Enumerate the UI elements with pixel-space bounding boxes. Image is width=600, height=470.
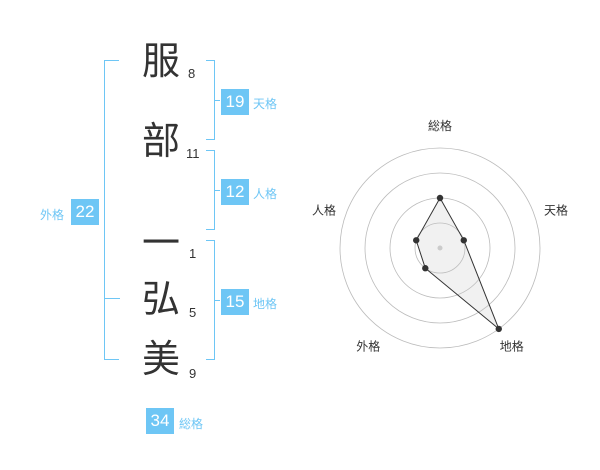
- radar-ring-1: [414, 222, 466, 274]
- tenkaku-value: 19: [221, 89, 249, 115]
- chikaku-bracket-tick: [214, 300, 220, 301]
- radar-axis-label-1: 天格: [544, 202, 568, 217]
- name-char-1: 服: [141, 39, 180, 83]
- name-char-4: 弘: [141, 277, 180, 321]
- radar-point-2: [495, 325, 502, 333]
- name-char-3: 一: [141, 221, 180, 265]
- stroke-count-4: 5: [189, 305, 197, 320]
- radar-point-0: [436, 194, 444, 202]
- jinkaku-label: 人格: [253, 187, 278, 201]
- radar-axis-label-0: 総格: [428, 118, 452, 133]
- stroke-count-3: 1: [189, 246, 197, 261]
- radar-point-4: [413, 237, 420, 244]
- radar-data-shape: [415, 196, 500, 330]
- soukaku-label: 総格: [179, 417, 204, 431]
- name-char-5: 美: [141, 337, 180, 381]
- radar-axis-label-2: 地格: [500, 339, 524, 354]
- radar-ring-4: [339, 147, 541, 349]
- stroke-count-5: 9: [189, 366, 197, 381]
- radar-point-3: [422, 265, 429, 272]
- jinkaku-value: 12: [221, 179, 249, 205]
- chikaku-label: 地格: [253, 297, 278, 311]
- gaikaku-inner-tick: [104, 298, 120, 299]
- jinkaku-bracket-tick: [214, 190, 220, 191]
- stroke-count-1: 8: [188, 66, 196, 81]
- soukaku-value: 34: [146, 408, 174, 434]
- stroke-count-2: 11: [186, 146, 200, 161]
- name-char-2: 部: [141, 119, 180, 163]
- gaikaku-value: 22: [71, 199, 99, 225]
- radar-center: [437, 245, 443, 251]
- radar-ring-3: [364, 172, 516, 324]
- gaikaku-label: 外格: [40, 208, 65, 222]
- radar-axis-label-4: 人格: [312, 202, 336, 217]
- radar-point-1: [460, 237, 467, 244]
- chikaku-value: 15: [221, 289, 249, 315]
- radar-axis-label-3: 外格: [356, 339, 380, 354]
- tenkaku-label: 天格: [253, 97, 278, 111]
- tenkaku-bracket-tick: [214, 100, 220, 101]
- gaikaku-bracket: [104, 60, 119, 360]
